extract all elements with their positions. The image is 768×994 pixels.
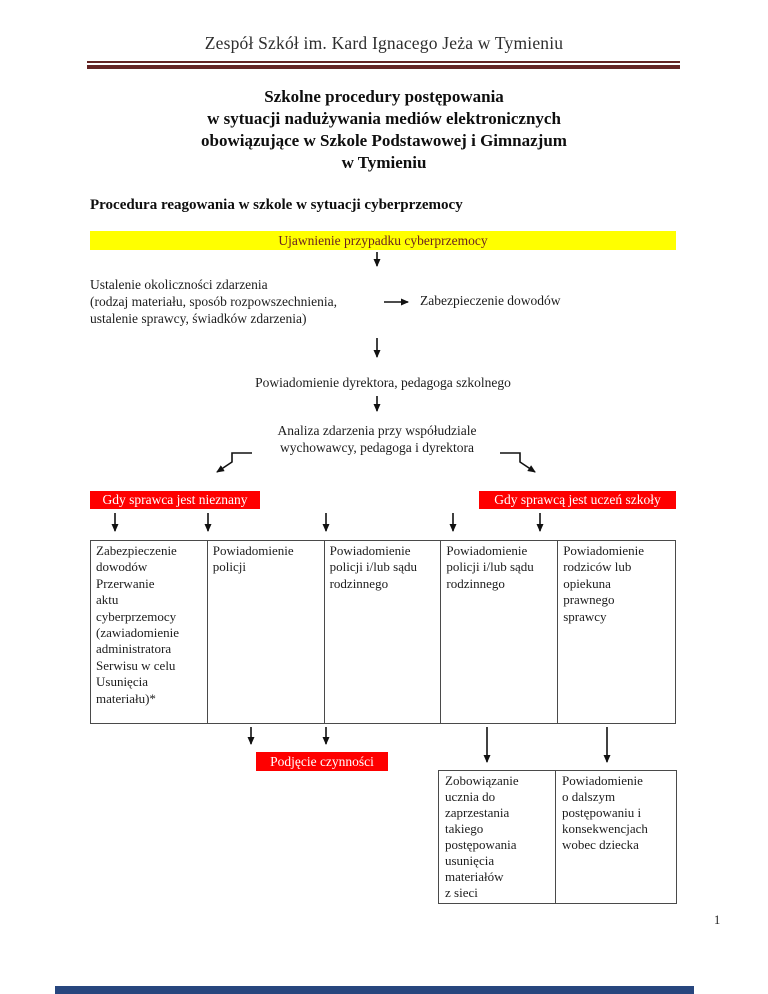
actions-table-cell: Powiadomienie policji i/lub sądu rodzinn…: [325, 541, 442, 723]
flow-step-notify: Powiadomienie dyrektora, pedagoga szkoln…: [255, 375, 511, 390]
outcomes-table: Zobowiązanie ucznia do zaprzestania taki…: [438, 770, 677, 904]
actions-table-cell: Zabezpieczenie dowodów Przerwanie aktu c…: [91, 541, 208, 723]
flow-start-banner: Ujawnienie przypadku cyberprzemocy: [90, 231, 676, 250]
document-title-line: w sytuacji nadużywania mediów elektronic…: [207, 109, 561, 128]
flow-step-analysis: Analiza zdarzenia przy współudziale wych…: [277, 423, 477, 455]
flow-step-establish: Ustalenie okoliczności zdarzenia (rodzaj…: [90, 277, 338, 326]
actions-table: Zabezpieczenie dowodów Przerwanie aktu c…: [90, 540, 676, 724]
branch-label-student-perpetrator: Gdy sprawcą jest uczeń szkoły: [479, 491, 676, 509]
actions-table-cell: Powiadomienie rodziców lub opiekuna praw…: [563, 543, 645, 624]
header-rule-thin: [87, 61, 680, 63]
page-number: 1: [714, 913, 721, 927]
actions-table-cell: Powiadomienie policji i/lub sądu rodzinn…: [441, 541, 559, 723]
header-rule-thick: [87, 65, 680, 69]
section-heading: Procedura reagowania w szkole w sytuacji…: [90, 197, 463, 213]
document-title-line: w Tymieniu: [341, 153, 427, 172]
take-action-banner: Podjęcie czynności: [256, 752, 388, 771]
actions-table-cell: Powiadomienie policji: [208, 541, 325, 723]
outcomes-table-cell: Powiadomienie o dalszym postępowaniu i k…: [562, 773, 648, 852]
page-header: Zespół Szkół im. Kard Ignacego Jeża w Ty…: [204, 33, 564, 53]
viewer-bottom-bar: [55, 986, 694, 994]
branch-label-unknown-perpetrator: Gdy sprawca jest nieznany: [90, 491, 260, 509]
document-title-line: obowiązujące w Szkole Podstawowej i Gimn…: [201, 131, 567, 150]
document-title-line: Szkolne procedury postępowania: [264, 87, 504, 106]
document-title: Szkolne procedury postępowania w sytuacj…: [0, 86, 768, 174]
outcomes-table-cell: Zobowiązanie ucznia do zaprzestania taki…: [439, 771, 556, 903]
flow-step-secure-evidence: Zabezpieczenie dowodów: [420, 293, 561, 308]
